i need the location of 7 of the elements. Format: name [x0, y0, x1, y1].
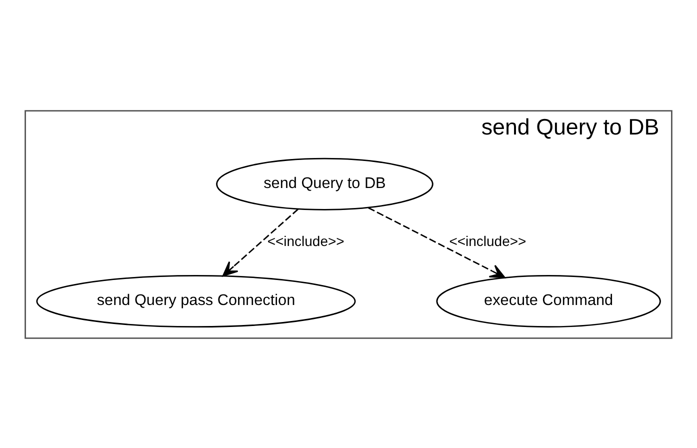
edge-label: <<include>>	[449, 232, 526, 249]
node-ellipse: send Query to DB	[216, 157, 434, 210]
arrow	[368, 206, 506, 278]
node-ellipse: execute Command	[436, 274, 661, 328]
arrow	[222, 208, 298, 276]
edge-label: <<include>>	[267, 232, 344, 249]
node-ellipse: send Query pass Connection	[36, 274, 356, 328]
